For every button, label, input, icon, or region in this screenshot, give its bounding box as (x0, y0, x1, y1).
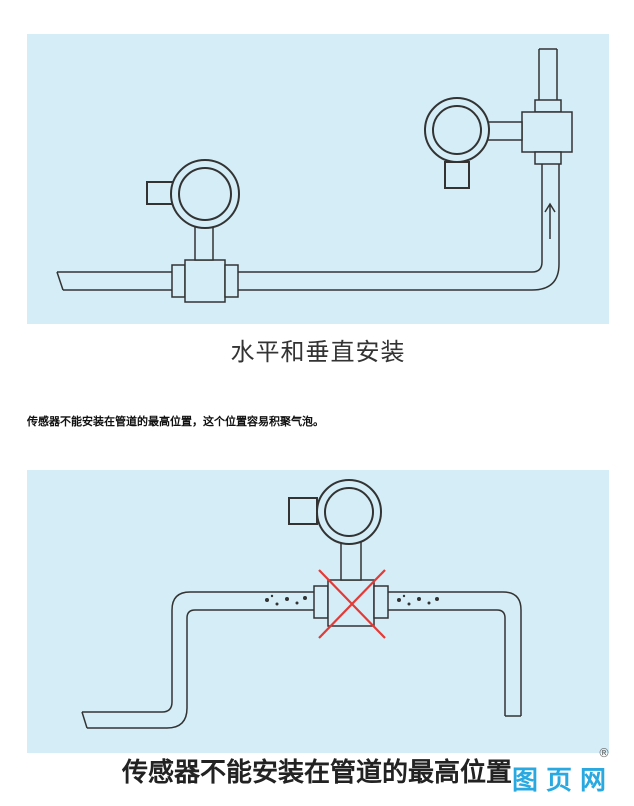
pipe-left-end (81, 711, 88, 729)
horizontal-vertical-installation-figure (27, 34, 609, 324)
pipe-bend-inner (531, 164, 543, 273)
pipe-bend-outer (531, 164, 560, 291)
right-flange (224, 264, 239, 298)
bottom-coupling (534, 151, 562, 165)
air-bubbles-right (397, 594, 439, 606)
transmitter-head-horizontal (146, 159, 240, 229)
left-flange (171, 264, 186, 298)
watermark-registered-mark: ® (598, 746, 610, 760)
figure2-caption: 传感器不能安装在管道的最高位置 (122, 758, 513, 788)
sensor-neck (194, 223, 214, 261)
vertical-sensor-body (521, 111, 573, 153)
installation-note: 传感器不能安装在管道的最高位置，这个位置容易积聚气泡。 (27, 415, 324, 428)
sensor-body (184, 259, 226, 303)
figure1-caption: 水平和垂直安装 (230, 338, 406, 366)
pipe-outer-edge (82, 591, 522, 716)
installation-diagram-1 (56, 48, 573, 303)
transmitter-head (288, 479, 382, 545)
left-flange (313, 585, 329, 619)
watermark-logo: 图页网 (511, 766, 614, 796)
installation-diagram-2 (81, 479, 522, 729)
air-bubbles-left (265, 594, 307, 606)
right-flange (373, 585, 389, 619)
wrong-installation-figure (27, 470, 609, 753)
sensor-neck (340, 541, 362, 581)
transmitter-head-vertical (424, 97, 490, 189)
prohibited-cross-icon (318, 569, 386, 639)
top-coupling (534, 99, 562, 113)
pipe-inner-edge (87, 609, 506, 729)
flow-direction-arrow (544, 202, 556, 239)
pipe-left-end (56, 271, 64, 291)
vertical-sensor-neck (486, 121, 523, 141)
